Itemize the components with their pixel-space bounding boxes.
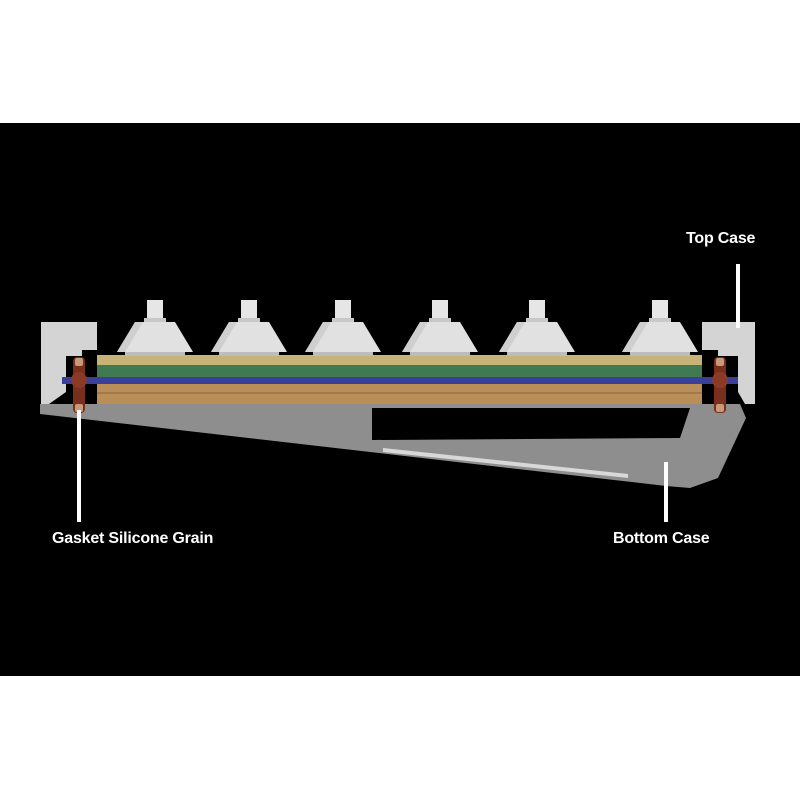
layer-divider (97, 392, 702, 394)
plate-blue-layer (62, 377, 738, 384)
bottom-case-groove (383, 448, 628, 478)
switch (622, 300, 698, 356)
switch (117, 300, 193, 356)
callout-line-bottom-case (664, 462, 668, 522)
top-case-right (702, 322, 755, 404)
top-case-label: Top Case (686, 230, 756, 247)
switch (402, 300, 478, 356)
gasket-silicone-grain-label: Gasket Silicone Grain (52, 530, 214, 547)
bottom-case-cavity (372, 408, 690, 440)
top-case-left (41, 322, 97, 404)
switch (499, 300, 575, 356)
pcb-top-layer (97, 355, 702, 365)
gasket-left (71, 357, 87, 413)
bottom-case-label: Bottom Case (613, 530, 710, 547)
callout-line-gasket (77, 410, 81, 522)
pcb-green-layer (97, 365, 702, 377)
switch (211, 300, 287, 356)
callout-line-top-case (736, 264, 740, 328)
switch (305, 300, 381, 356)
gasket-right (712, 357, 728, 413)
switch-row (117, 300, 698, 356)
